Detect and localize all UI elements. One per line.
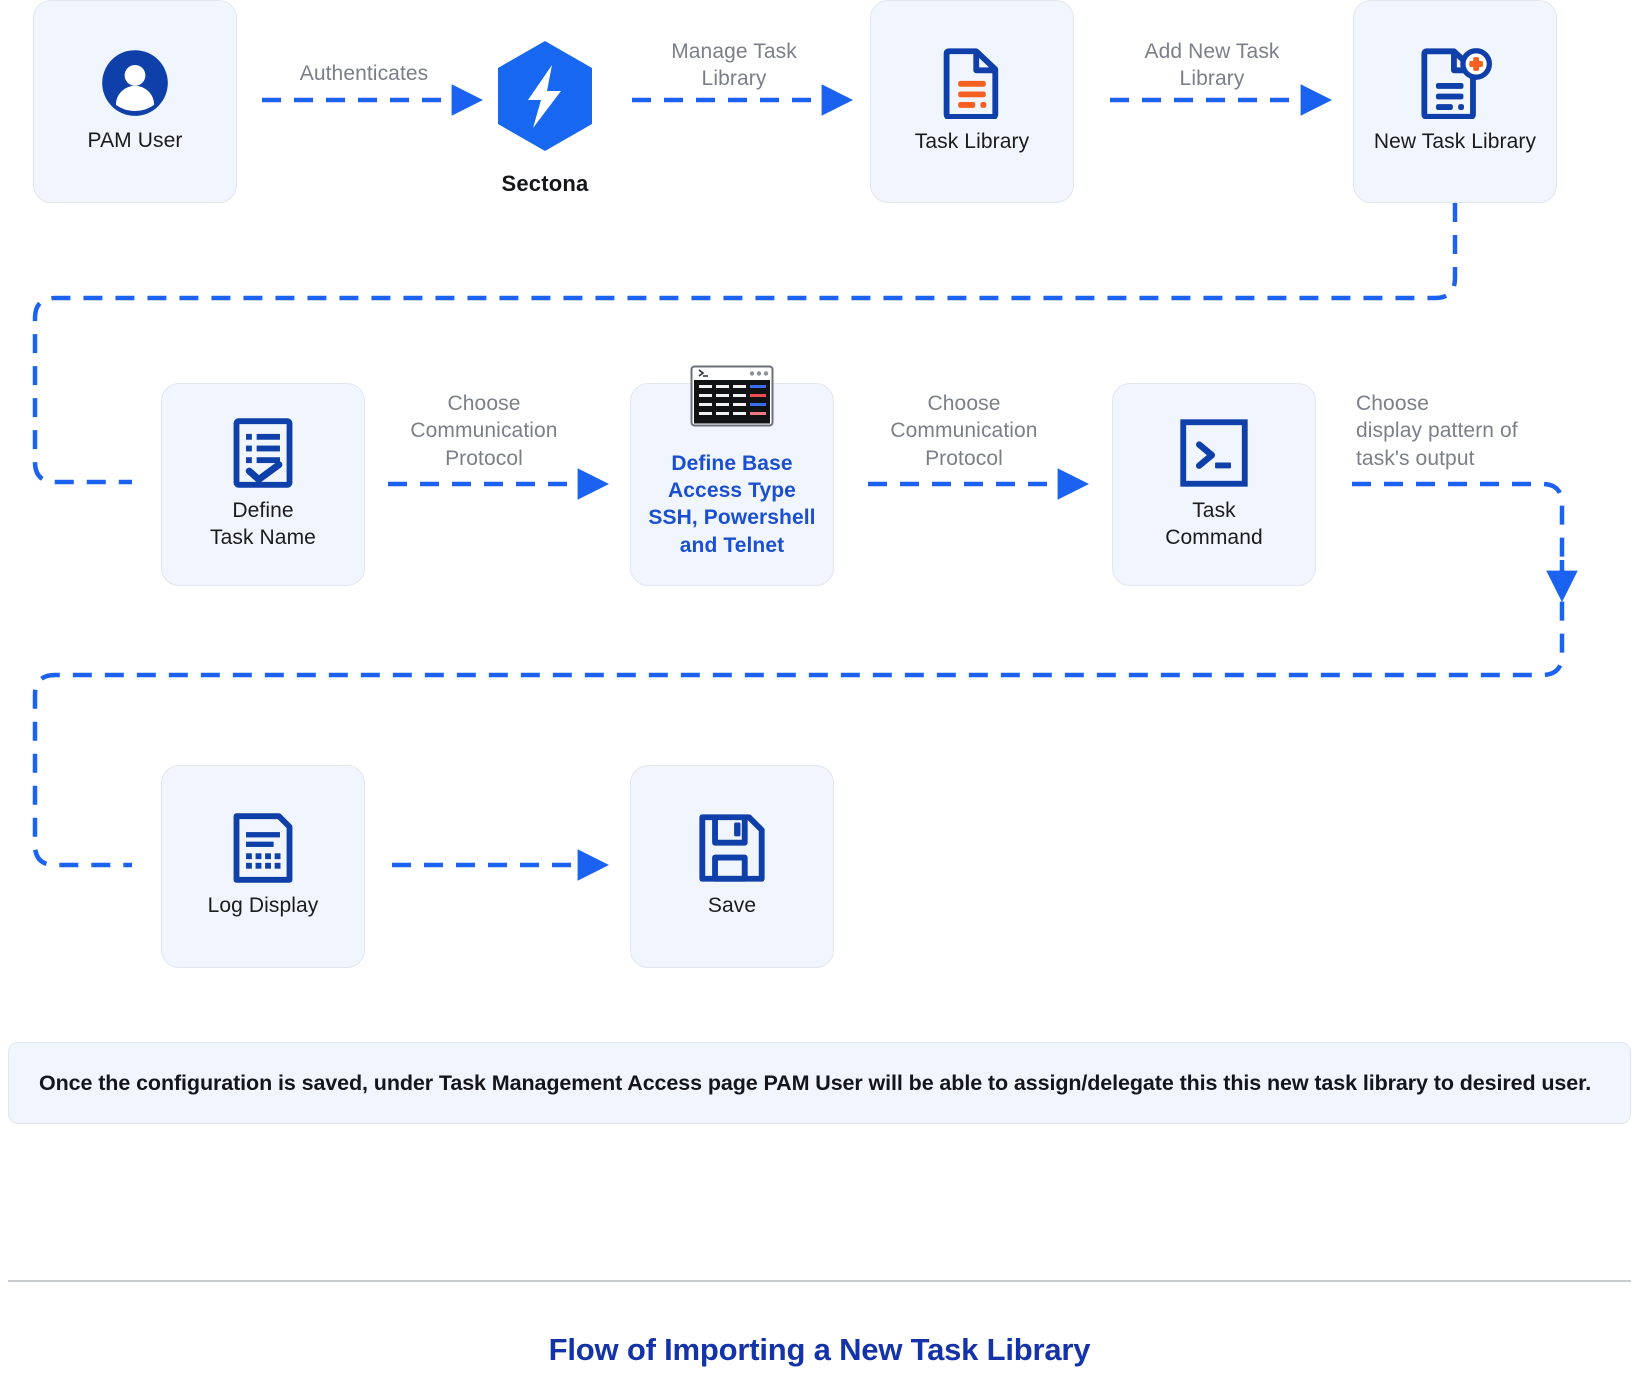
- node-label: Save: [707, 894, 757, 918]
- node-label: Log Display: [207, 894, 319, 918]
- edge-label-manage-task-library: Manage Task Library: [671, 40, 797, 91]
- sectona-hexagon-logo-icon: [495, 40, 595, 157]
- floppy-disk-save-icon: [697, 813, 767, 883]
- node-label: Task Command: [1165, 499, 1263, 549]
- command-prompt-icon: [1179, 418, 1249, 488]
- node-define-task-name[interactable]: Define Task Name: [161, 383, 365, 586]
- terminal-window-icon: [690, 365, 774, 432]
- edge-wrap-row2-to-row3: [32, 481, 1565, 868]
- info-note-text: Once the configuration is saved, under T…: [39, 1070, 1592, 1095]
- user-avatar-icon: [100, 48, 170, 118]
- node-label: Define Task Name: [210, 499, 316, 549]
- node-label: Task Library: [914, 130, 1030, 154]
- node-log-display[interactable]: Log Display: [161, 765, 365, 968]
- node-sectona[interactable]: Sectona: [484, 40, 606, 197]
- edge-label-choose-protocol-2: Choose Communication Protocol: [890, 392, 1038, 470]
- edge-label-choose-protocol-1: Choose Communication Protocol: [410, 392, 558, 470]
- node-new-task-library[interactable]: New Task Library: [1353, 0, 1557, 203]
- log-document-icon: [231, 813, 295, 884]
- edge-wrap-row1-to-row2: [32, 203, 1458, 485]
- document-add-icon: [1418, 47, 1492, 120]
- node-task-command[interactable]: Task Command: [1112, 383, 1316, 586]
- node-pam-user[interactable]: PAM User: [33, 0, 237, 203]
- node-label: Sectona: [501, 171, 589, 196]
- info-note-box: Once the configuration is saved, under T…: [8, 1042, 1631, 1124]
- edge-label-choose-display-pattern: Choose display pattern of task's output: [1356, 392, 1518, 470]
- node-label: Define Base Access Type SSH, Powershell …: [648, 451, 816, 557]
- node-task-library[interactable]: Task Library: [870, 0, 1074, 203]
- edge-label-authenticates: Authenticates: [299, 62, 429, 85]
- node-save[interactable]: Save: [630, 765, 834, 968]
- node-label: PAM User: [87, 129, 183, 153]
- edge-label-add-new-task-library: Add New Task Library: [1144, 40, 1280, 91]
- node-label: New Task Library: [1373, 130, 1537, 154]
- diagram-title: Flow of Importing a New Task Library: [548, 1332, 1091, 1367]
- footer-divider: [8, 1280, 1631, 1282]
- checklist-document-icon: [232, 418, 294, 488]
- document-list-icon: [939, 47, 1005, 120]
